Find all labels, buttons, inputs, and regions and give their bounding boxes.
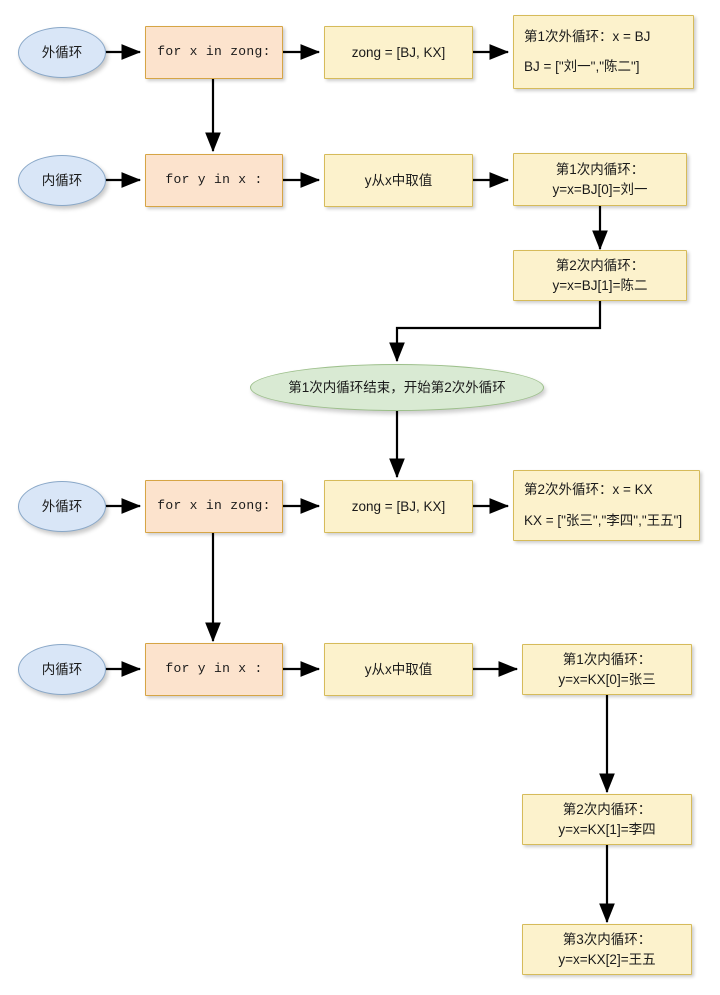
node-text: y从x中取值 bbox=[364, 172, 433, 188]
node-for-y-statement-2[interactable]: for y in x : bbox=[145, 643, 283, 696]
node-text: for x in zong: bbox=[157, 44, 271, 60]
node-text: 第2次内循环： y=x=KX[1]=李四 bbox=[558, 801, 656, 837]
node-text: for x in zong: bbox=[157, 498, 271, 514]
node-text: 第1次内循环： y=x=KX[0]=张三 bbox=[558, 651, 656, 687]
node-y-from-x-1[interactable]: y从x中取值 bbox=[324, 154, 473, 207]
outer-iteration-1-line2: BJ = ["刘一","陈二"] bbox=[524, 59, 640, 74]
node-y-from-x-2[interactable]: y从x中取值 bbox=[324, 643, 473, 696]
node-text: for y in x : bbox=[165, 172, 263, 188]
node-inner-iteration-1-2[interactable]: 第2次内循环： y=x=BJ[1]=陈二 bbox=[513, 250, 687, 301]
node-text: 第1次内循环结束，开始第2次外循环 bbox=[288, 379, 506, 395]
node-text: 第3次内循环： y=x=KX[2]=王五 bbox=[558, 931, 656, 967]
node-text: 内循环 bbox=[41, 661, 83, 677]
node-outer-iteration-1[interactable]: 第1次外循环：x = BJ BJ = ["刘一","陈二"] bbox=[513, 15, 694, 89]
edge-inner1-2-to-transition bbox=[389, 301, 602, 363]
outer-iteration-2-line2: KX = ["张三","李四","王五"] bbox=[524, 512, 683, 528]
outer-iteration-1-line1: 第1次外循环：x = BJ bbox=[524, 28, 651, 44]
node-inner-iteration-1-1[interactable]: 第1次内循环： y=x=BJ[0]=刘一 bbox=[513, 153, 687, 206]
node-text: zong = [BJ, KX] bbox=[351, 44, 446, 60]
node-text: zong = [BJ, KX] bbox=[351, 498, 446, 514]
node-text: 第1次内循环： y=x=BJ[0]=刘一 bbox=[552, 161, 648, 197]
node-text: 第2次内循环： y=x=BJ[1]=陈二 bbox=[552, 257, 648, 293]
node-outer-iteration-2[interactable]: 第2次外循环：x = KX KX = ["张三","李四","王五"] bbox=[513, 470, 700, 541]
node-zong-assignment-2[interactable]: zong = [BJ, KX] bbox=[324, 480, 473, 533]
node-inner-iteration-2-2[interactable]: 第2次内循环： y=x=KX[1]=李四 bbox=[522, 794, 692, 845]
node-inner-iteration-2-3[interactable]: 第3次内循环： y=x=KX[2]=王五 bbox=[522, 924, 692, 975]
node-outer-loop-label-1[interactable]: 外循环 bbox=[18, 27, 106, 78]
node-text: 外循环 bbox=[41, 498, 83, 514]
node-text: 内循环 bbox=[41, 172, 83, 188]
node-text: 外循环 bbox=[41, 44, 83, 60]
node-for-y-statement-1[interactable]: for y in x : bbox=[145, 154, 283, 207]
node-inner-iteration-2-1[interactable]: 第1次内循环： y=x=KX[0]=张三 bbox=[522, 644, 692, 695]
node-inner-loop-label-2[interactable]: 内循环 bbox=[18, 644, 106, 695]
node-for-x-statement-1[interactable]: for x in zong: bbox=[145, 26, 283, 79]
node-text: for y in x : bbox=[165, 661, 263, 677]
node-inner-loop-label-1[interactable]: 内循环 bbox=[18, 155, 106, 206]
node-loop-transition[interactable]: 第1次内循环结束，开始第2次外循环 bbox=[250, 364, 544, 411]
node-for-x-statement-2[interactable]: for x in zong: bbox=[145, 480, 283, 533]
node-text: y从x中取值 bbox=[364, 661, 433, 677]
node-zong-assignment-1[interactable]: zong = [BJ, KX] bbox=[324, 26, 473, 79]
node-outer-loop-label-2[interactable]: 外循环 bbox=[18, 481, 106, 532]
outer-iteration-2-line1: 第2次外循环：x = KX bbox=[524, 482, 653, 498]
